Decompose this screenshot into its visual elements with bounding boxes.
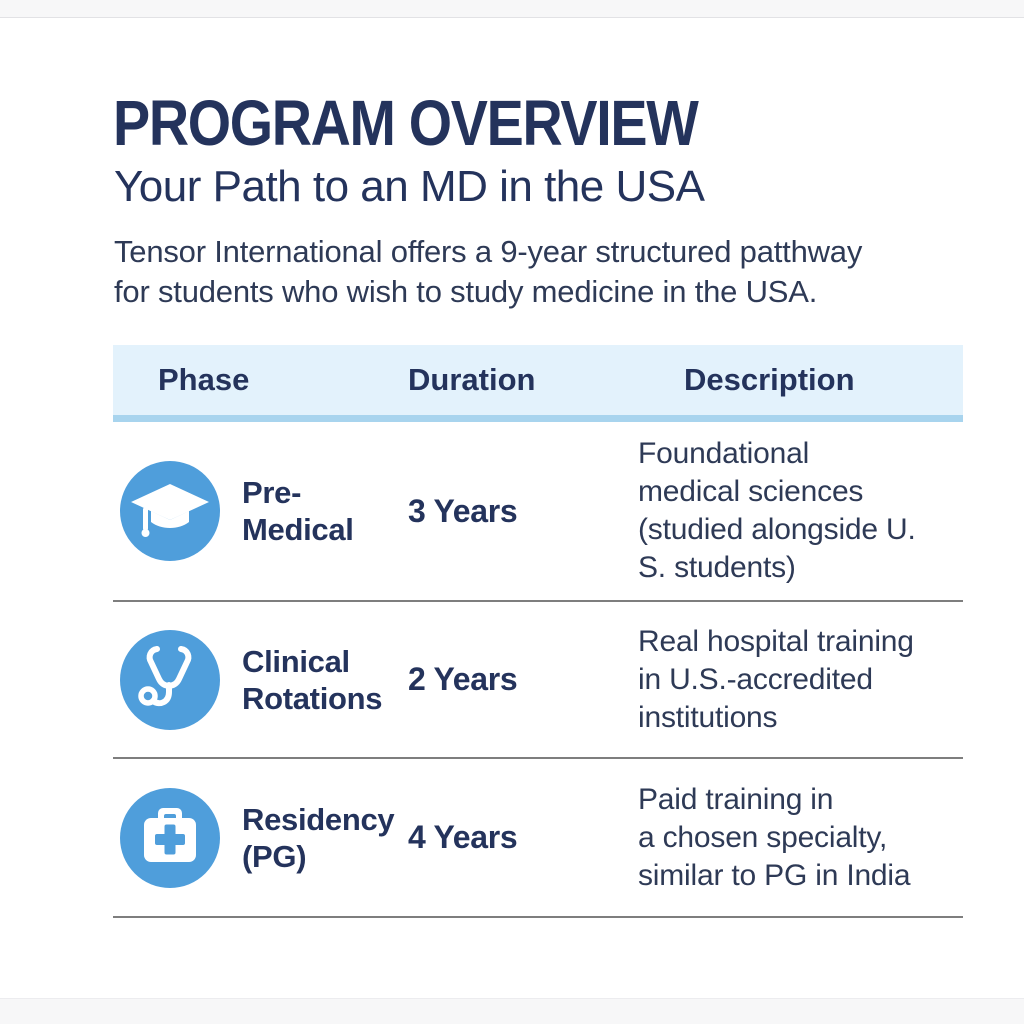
top-strip [0, 0, 1024, 18]
bottom-strip [0, 998, 1024, 1024]
intro-text: Tensor International offers a 9-year str… [114, 234, 863, 309]
table-row-residency-pg: Residency (PG) 4 Years Paid training in … [113, 759, 963, 918]
phase-icon-cell [113, 461, 242, 561]
medical-kit-icon [120, 787, 220, 888]
duration-value: 3 Years [408, 492, 518, 529]
stethoscope-icon [120, 629, 220, 730]
page-subtitle: Your Path to an MD in the USA [114, 162, 705, 211]
phase-icon-cell [113, 787, 242, 888]
phase-label: Residency (PG) [242, 801, 395, 874]
phase-icon-cell [113, 629, 242, 730]
graduation-cap-icon [120, 461, 220, 561]
page-title: PROGRAM OVERVIEW [113, 87, 699, 159]
duration-value: 2 Years [408, 661, 518, 697]
column-header-description: Description [684, 362, 855, 397]
duration-value: 4 Years [408, 819, 518, 855]
table-header: Phase Duration Description [113, 345, 963, 422]
program-table: Phase Duration Description Pre- Medical … [113, 345, 963, 918]
phase-label: Pre- Medical [242, 475, 354, 547]
table-row-pre-medical: Pre- Medical 3 Years Foundational medica… [113, 422, 963, 602]
phase-label: Clinical Rotations [242, 643, 383, 716]
column-header-phase: Phase [158, 362, 250, 397]
description-text: Real hospital training in U.S.-accredite… [638, 624, 914, 734]
table-row-clinical-rotations: Clinical Rotations 2 Years Real hospital… [113, 602, 963, 759]
column-header-duration: Duration [408, 362, 536, 397]
description-text: Foundational medical sciences (studied a… [638, 437, 916, 584]
description-text: Paid training in a chosen specialty, sim… [638, 782, 911, 892]
